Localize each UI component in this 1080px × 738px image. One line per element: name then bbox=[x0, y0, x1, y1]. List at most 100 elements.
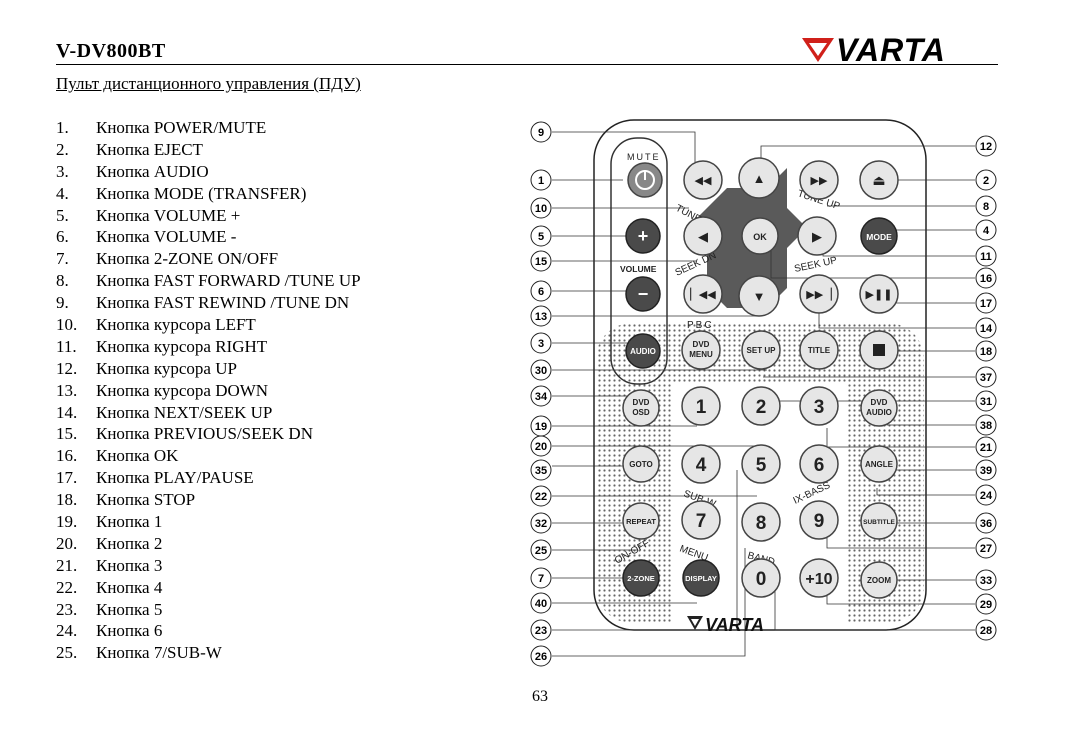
title-label: TITLE bbox=[808, 346, 831, 355]
varta-logo: VARTA bbox=[802, 32, 945, 66]
cursor-up-button[interactable] bbox=[738, 157, 780, 199]
minus-icon: − bbox=[638, 284, 649, 304]
play-pause-button[interactable] bbox=[859, 274, 899, 314]
list-item: 9.Кнопка FAST REWIND /TUNE DN bbox=[56, 293, 350, 313]
svg-text:VARTA: VARTA bbox=[705, 615, 764, 635]
digit-2-button[interactable] bbox=[741, 386, 781, 426]
svg-text:9: 9 bbox=[814, 511, 825, 532]
svg-text:24: 24 bbox=[980, 490, 993, 502]
setup-label: SET UP bbox=[747, 346, 777, 355]
digit-8-button[interactable] bbox=[741, 502, 781, 542]
previous-seek-button[interactable] bbox=[683, 274, 723, 314]
dvd-menu-button[interactable] bbox=[681, 330, 721, 370]
title-button[interactable] bbox=[799, 330, 839, 370]
list-item: 6.Кнопка VOLUME - bbox=[56, 227, 237, 247]
list-item: 14.Кнопка NEXT/SEEK UP bbox=[56, 402, 273, 422]
goto-label: GOTO bbox=[629, 460, 652, 469]
dvd-osd-button[interactable] bbox=[622, 389, 660, 427]
two-zone-button[interactable] bbox=[622, 559, 660, 597]
header-rule bbox=[56, 64, 998, 65]
remote-logo: VARTA bbox=[687, 615, 764, 635]
svg-text:26: 26 bbox=[535, 651, 547, 663]
plus-10-button[interactable] bbox=[799, 558, 839, 598]
digit-5-button[interactable] bbox=[741, 444, 781, 484]
fast-rewind-button[interactable] bbox=[683, 160, 723, 200]
svg-text:3: 3 bbox=[814, 397, 825, 418]
list-item: 4.Кнопка MODE (TRANSFER) bbox=[56, 183, 307, 203]
display-label: DISPLAY bbox=[685, 574, 717, 583]
svg-text:1: 1 bbox=[696, 397, 707, 418]
digit-7-button[interactable] bbox=[681, 500, 721, 540]
previous-icon: ▏◀◀ bbox=[689, 287, 716, 301]
ok-button[interactable] bbox=[741, 217, 779, 255]
list-item: 7.Кнопка 2-ZONE ON/OFF bbox=[56, 249, 279, 269]
digit-0-button[interactable] bbox=[741, 558, 781, 598]
svg-text:29: 29 bbox=[980, 599, 992, 611]
next-seek-button[interactable] bbox=[799, 274, 839, 314]
angle-button[interactable] bbox=[860, 445, 898, 483]
rewind-icon: ◀◀ bbox=[695, 175, 712, 187]
list-item: 24.Кнопка 6 bbox=[56, 621, 163, 641]
volume-up-button[interactable] bbox=[625, 218, 661, 254]
svg-text:15: 15 bbox=[535, 256, 547, 268]
svg-text:20: 20 bbox=[535, 441, 547, 453]
svg-text:6: 6 bbox=[814, 455, 825, 476]
svg-text:18: 18 bbox=[980, 346, 992, 358]
svg-text:21: 21 bbox=[980, 442, 992, 454]
svg-text:25: 25 bbox=[535, 545, 547, 557]
display-button[interactable] bbox=[682, 559, 720, 597]
svg-text:4: 4 bbox=[983, 225, 990, 237]
svg-text:DVD: DVD bbox=[871, 398, 888, 407]
svg-text:1: 1 bbox=[538, 175, 544, 187]
digit-9-button[interactable] bbox=[799, 500, 839, 540]
repeat-button[interactable] bbox=[622, 502, 660, 540]
svg-text:19: 19 bbox=[535, 421, 547, 433]
plus-icon: + bbox=[638, 226, 649, 246]
digit-4-button[interactable] bbox=[681, 444, 721, 484]
svg-text:DVD: DVD bbox=[693, 340, 710, 349]
list-item: 1.Кнопка POWER/MUTE bbox=[56, 118, 267, 137]
svg-text:7: 7 bbox=[696, 511, 707, 532]
svg-text:28: 28 bbox=[980, 625, 992, 637]
mute-label: MUTE bbox=[627, 152, 661, 162]
digit-6-button[interactable] bbox=[799, 444, 839, 484]
list-item: 22.Кнопка 4 bbox=[56, 577, 163, 597]
svg-text:AUDIO: AUDIO bbox=[866, 408, 892, 417]
list-item: 13.Кнопка курсора DOWN bbox=[56, 380, 269, 400]
zoom-button[interactable] bbox=[860, 561, 898, 599]
cursor-right-button[interactable] bbox=[797, 216, 837, 256]
list-item: 21.Кнопка 3 bbox=[56, 555, 163, 575]
mode-label: MODE bbox=[866, 232, 892, 242]
svg-text:2: 2 bbox=[756, 397, 767, 418]
dvd-audio-button[interactable] bbox=[860, 389, 898, 427]
subtitle-button[interactable] bbox=[860, 502, 898, 540]
svg-text:9: 9 bbox=[538, 127, 544, 139]
digit-3-button[interactable] bbox=[799, 386, 839, 426]
goto-button[interactable] bbox=[622, 445, 660, 483]
cursor-down-button[interactable] bbox=[738, 275, 780, 317]
svg-text:5: 5 bbox=[538, 231, 544, 243]
audio-button[interactable] bbox=[625, 333, 661, 369]
list-item: 10.Кнопка курсора LEFT bbox=[56, 315, 256, 335]
mode-button[interactable] bbox=[860, 217, 898, 255]
svg-text:33: 33 bbox=[980, 575, 992, 587]
page-header: V-DV800BT bbox=[56, 36, 998, 66]
list-item: 17.Кнопка PLAY/PAUSE bbox=[56, 468, 254, 488]
left-arrow-icon: ◀ bbox=[698, 229, 708, 244]
setup-button[interactable] bbox=[741, 330, 781, 370]
svg-text:27: 27 bbox=[980, 543, 992, 555]
svg-text:8: 8 bbox=[756, 513, 767, 534]
down-arrow-icon: ▼ bbox=[753, 289, 766, 304]
button-list: 1.Кнопка POWER/MUTE 2.Кнопка EJECT 3.Кно… bbox=[56, 117, 361, 664]
svg-text:22: 22 bbox=[535, 491, 547, 503]
cursor-left-button[interactable] bbox=[683, 216, 723, 256]
forward-icon: ▶▶ bbox=[811, 175, 828, 187]
eject-button[interactable] bbox=[859, 160, 899, 200]
stop-icon bbox=[873, 344, 885, 356]
digit-1-button[interactable] bbox=[681, 386, 721, 426]
svg-text:+10: +10 bbox=[805, 571, 832, 588]
volume-label: VOLUME bbox=[620, 264, 657, 274]
fast-forward-button[interactable] bbox=[799, 160, 839, 200]
volume-down-button[interactable] bbox=[625, 276, 661, 312]
list-item: 5.Кнопка VOLUME + bbox=[56, 205, 241, 225]
